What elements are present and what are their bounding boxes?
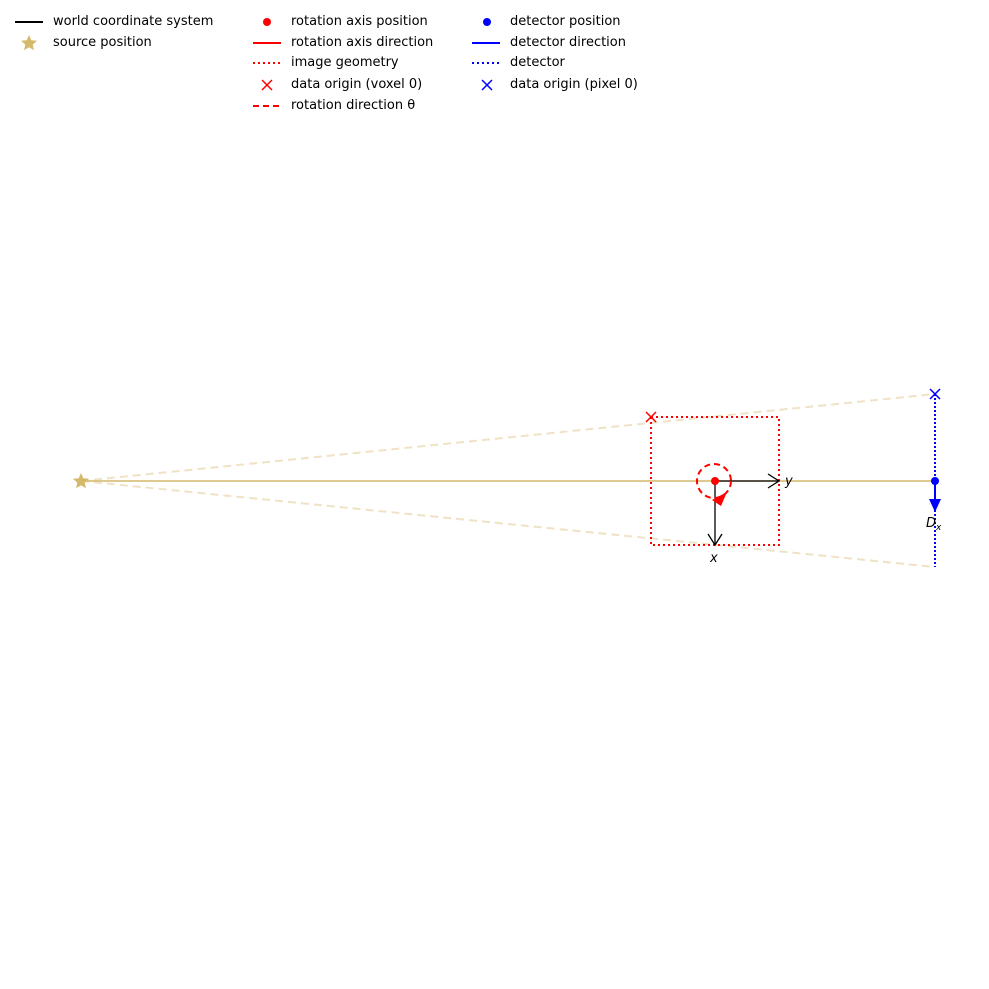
rotation-direction-circle bbox=[696, 463, 732, 499]
rotation-direction-arrow-icon bbox=[712, 492, 727, 506]
legend-label: image geometry bbox=[291, 55, 399, 70]
legend-item-rotation-direction: rotation direction θ bbox=[253, 97, 415, 115]
star-icon bbox=[15, 34, 45, 52]
legend-label: detector direction bbox=[510, 35, 626, 50]
solid-line-red-icon bbox=[253, 34, 283, 52]
legend-label: source position bbox=[53, 35, 152, 50]
legend-label: rotation direction θ bbox=[291, 98, 416, 113]
legend-label: world coordinate system bbox=[53, 14, 214, 29]
legend-item-detector-position: detector position bbox=[472, 13, 621, 31]
dotted-line-blue-icon bbox=[472, 54, 502, 72]
legend-label: rotation axis position bbox=[291, 14, 428, 29]
legend-item-rotation-axis-position: rotation axis position bbox=[253, 13, 428, 31]
x-marker-blue-icon bbox=[472, 76, 502, 94]
rotation-axis-position-dot bbox=[711, 477, 719, 485]
legend-item-detector: detector bbox=[472, 54, 565, 72]
red-dot-icon bbox=[253, 13, 283, 31]
dashed-line-red-icon bbox=[253, 97, 283, 115]
source-position-star-icon bbox=[73, 473, 89, 489]
legend-item-source-position: source position bbox=[15, 34, 152, 52]
fan-beam-rays bbox=[80, 393, 936, 568]
detector-axis-label: Dx bbox=[926, 516, 942, 533]
legend-item-detector-direction: detector direction bbox=[472, 34, 626, 52]
solid-line-blue-icon bbox=[472, 34, 502, 52]
detector-direction-arrowhead-icon bbox=[929, 499, 941, 512]
legend-label: data origin (pixel 0) bbox=[510, 77, 638, 92]
world-coordinate-axes bbox=[707, 473, 781, 547]
legend-item-image-geometry: image geometry bbox=[253, 54, 399, 72]
detector-position-dot bbox=[931, 477, 939, 485]
legend-item-rotation-axis-direction: rotation axis direction bbox=[253, 34, 433, 52]
voxel-origin-x-icon bbox=[645, 411, 657, 423]
legend-item-world-coordinate-system: world coordinate system bbox=[15, 13, 213, 31]
legend-item-data-origin-pixel: data origin (pixel 0) bbox=[472, 76, 638, 94]
x-marker-red-icon bbox=[253, 76, 283, 94]
pixel-origin-x-icon bbox=[929, 388, 941, 400]
y-axis-label: y bbox=[784, 474, 793, 489]
dotted-line-red-icon bbox=[253, 54, 283, 72]
solid-line-black-icon bbox=[15, 13, 45, 31]
legend-label: detector bbox=[510, 55, 565, 70]
legend-label: rotation axis direction bbox=[291, 35, 434, 50]
legend-label: data origin (voxel 0) bbox=[291, 77, 423, 92]
legend-item-data-origin-voxel: data origin (voxel 0) bbox=[253, 76, 422, 94]
legend-label: detector position bbox=[510, 14, 621, 29]
x-axis-label: x bbox=[709, 551, 718, 566]
blue-dot-icon bbox=[472, 13, 502, 31]
